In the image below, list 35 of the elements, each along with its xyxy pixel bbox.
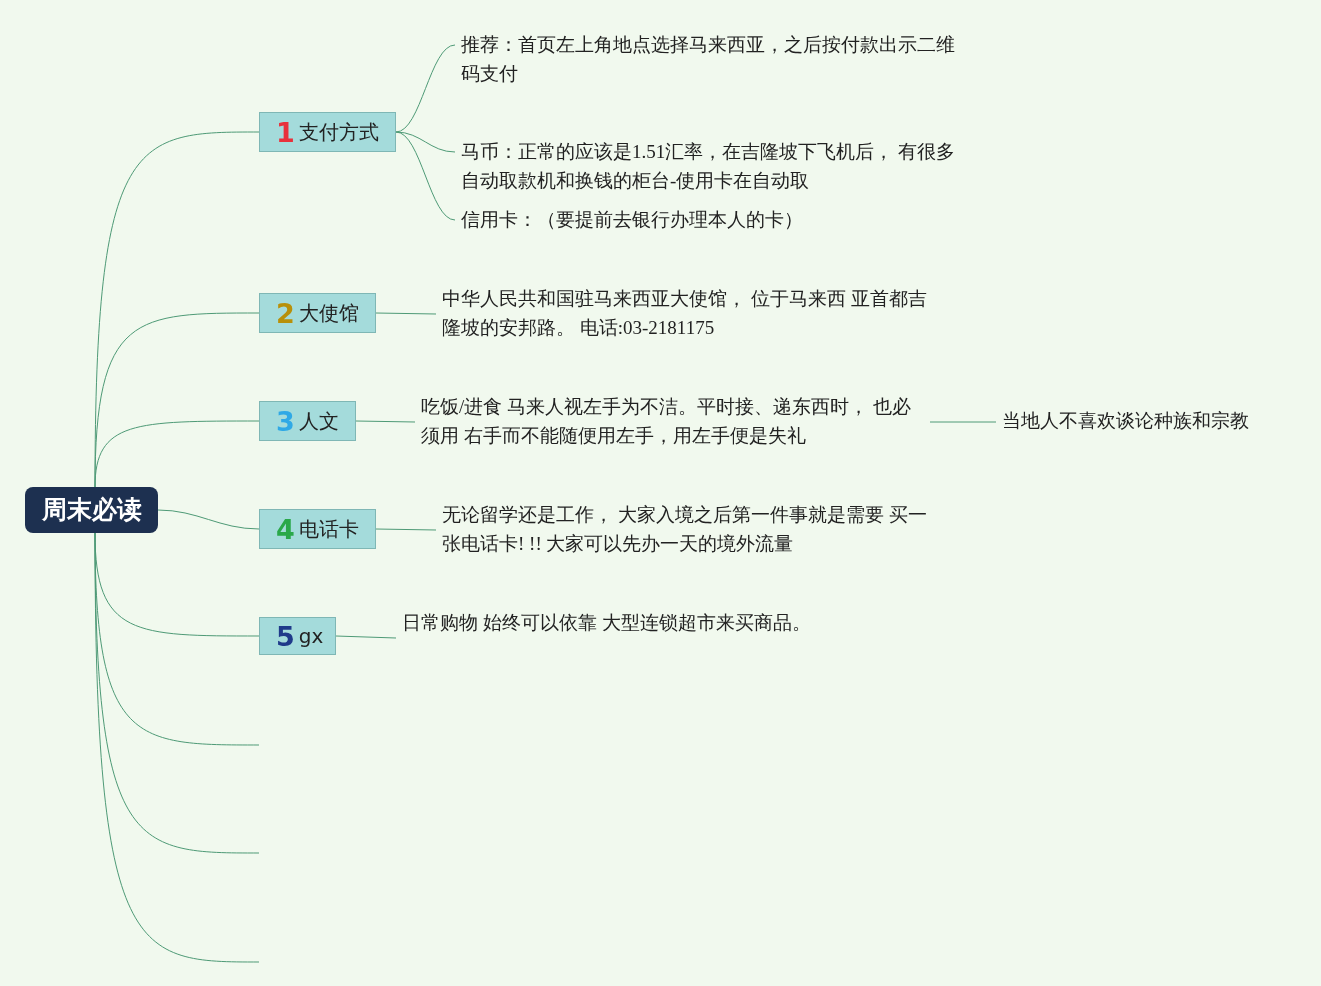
note-text: 中华人民共和国驻马来西亚大使馆， 位于马来西 亚首都吉隆坡的安邦路。 电话:03-2181175 [442, 287, 928, 340]
topic-box [259, 401, 356, 441]
priority-number: 4 [276, 515, 295, 543]
connector-line [395, 131, 456, 153]
topic-label: 支付方式 [298, 119, 379, 146]
root-topic-box: 周末必读 [25, 487, 158, 533]
connector-line [375, 528, 437, 531]
topic-box [259, 112, 396, 152]
topic-label: 电话卡 [298, 516, 359, 543]
topic-box [259, 509, 376, 549]
topic-label: gx [298, 623, 324, 650]
topic-label: 大使馆 [298, 300, 359, 327]
connector-line [94, 532, 260, 963]
connector-line [395, 44, 456, 133]
connector-line [355, 420, 416, 423]
connector-line [929, 421, 997, 423]
priority-number: 3 [276, 407, 295, 435]
priority-number: 5 [276, 622, 295, 650]
note-text: 信用卡：（要提前去银行办理本人的卡） [461, 208, 804, 232]
connector-line [157, 509, 260, 530]
note-text: 无论留学还是工作， 大家入境之后第一件事就是需要 买一张电话卡! !! 大家可以先办一天的境外流量 [442, 503, 928, 556]
topic-box [259, 293, 376, 333]
note-text: 推荐：首页左上角地点选择马来西亚，之后按付款出示二维码支付 [461, 33, 956, 86]
topic-label: 人文 [298, 408, 339, 435]
connector-line [395, 131, 456, 221]
note-text: 马币：正常的应该是1.51汇率，在吉隆坡下飞机后， 有很多自动取款机和换钱的柜台-使用卡在自动取 [461, 140, 956, 193]
connector-line [335, 635, 397, 639]
priority-number: 2 [276, 299, 295, 327]
note-text: 吃饭/进食 马来人视左手为不洁。平时接、递东西时， 也必须用 右手而不能随便用左手，用左手便是失礼 [421, 395, 912, 448]
topic-box [259, 617, 336, 655]
connector-line [375, 312, 437, 315]
priority-number: 1 [276, 118, 295, 146]
note-text: 当地人不喜欢谈论种族和宗教 [1002, 409, 1250, 433]
connector-line [94, 420, 260, 488]
note-text: 日常购物 始终可以依靠 大型连锁超市来买商品。 [402, 611, 812, 635]
